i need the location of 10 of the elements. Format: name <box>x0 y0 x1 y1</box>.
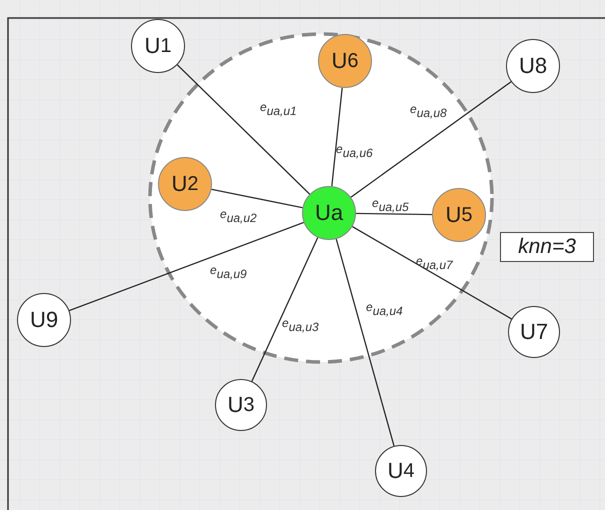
edge-line <box>211 188 303 208</box>
edge-line <box>336 238 395 446</box>
edge-line <box>352 226 512 320</box>
parameter-box: knn=3 <box>500 232 594 262</box>
edge-line <box>356 212 432 216</box>
edge-line <box>176 64 310 195</box>
edge-line <box>69 222 304 312</box>
edge-line <box>251 237 318 382</box>
edge-line <box>331 88 343 186</box>
edge-line <box>350 81 512 198</box>
